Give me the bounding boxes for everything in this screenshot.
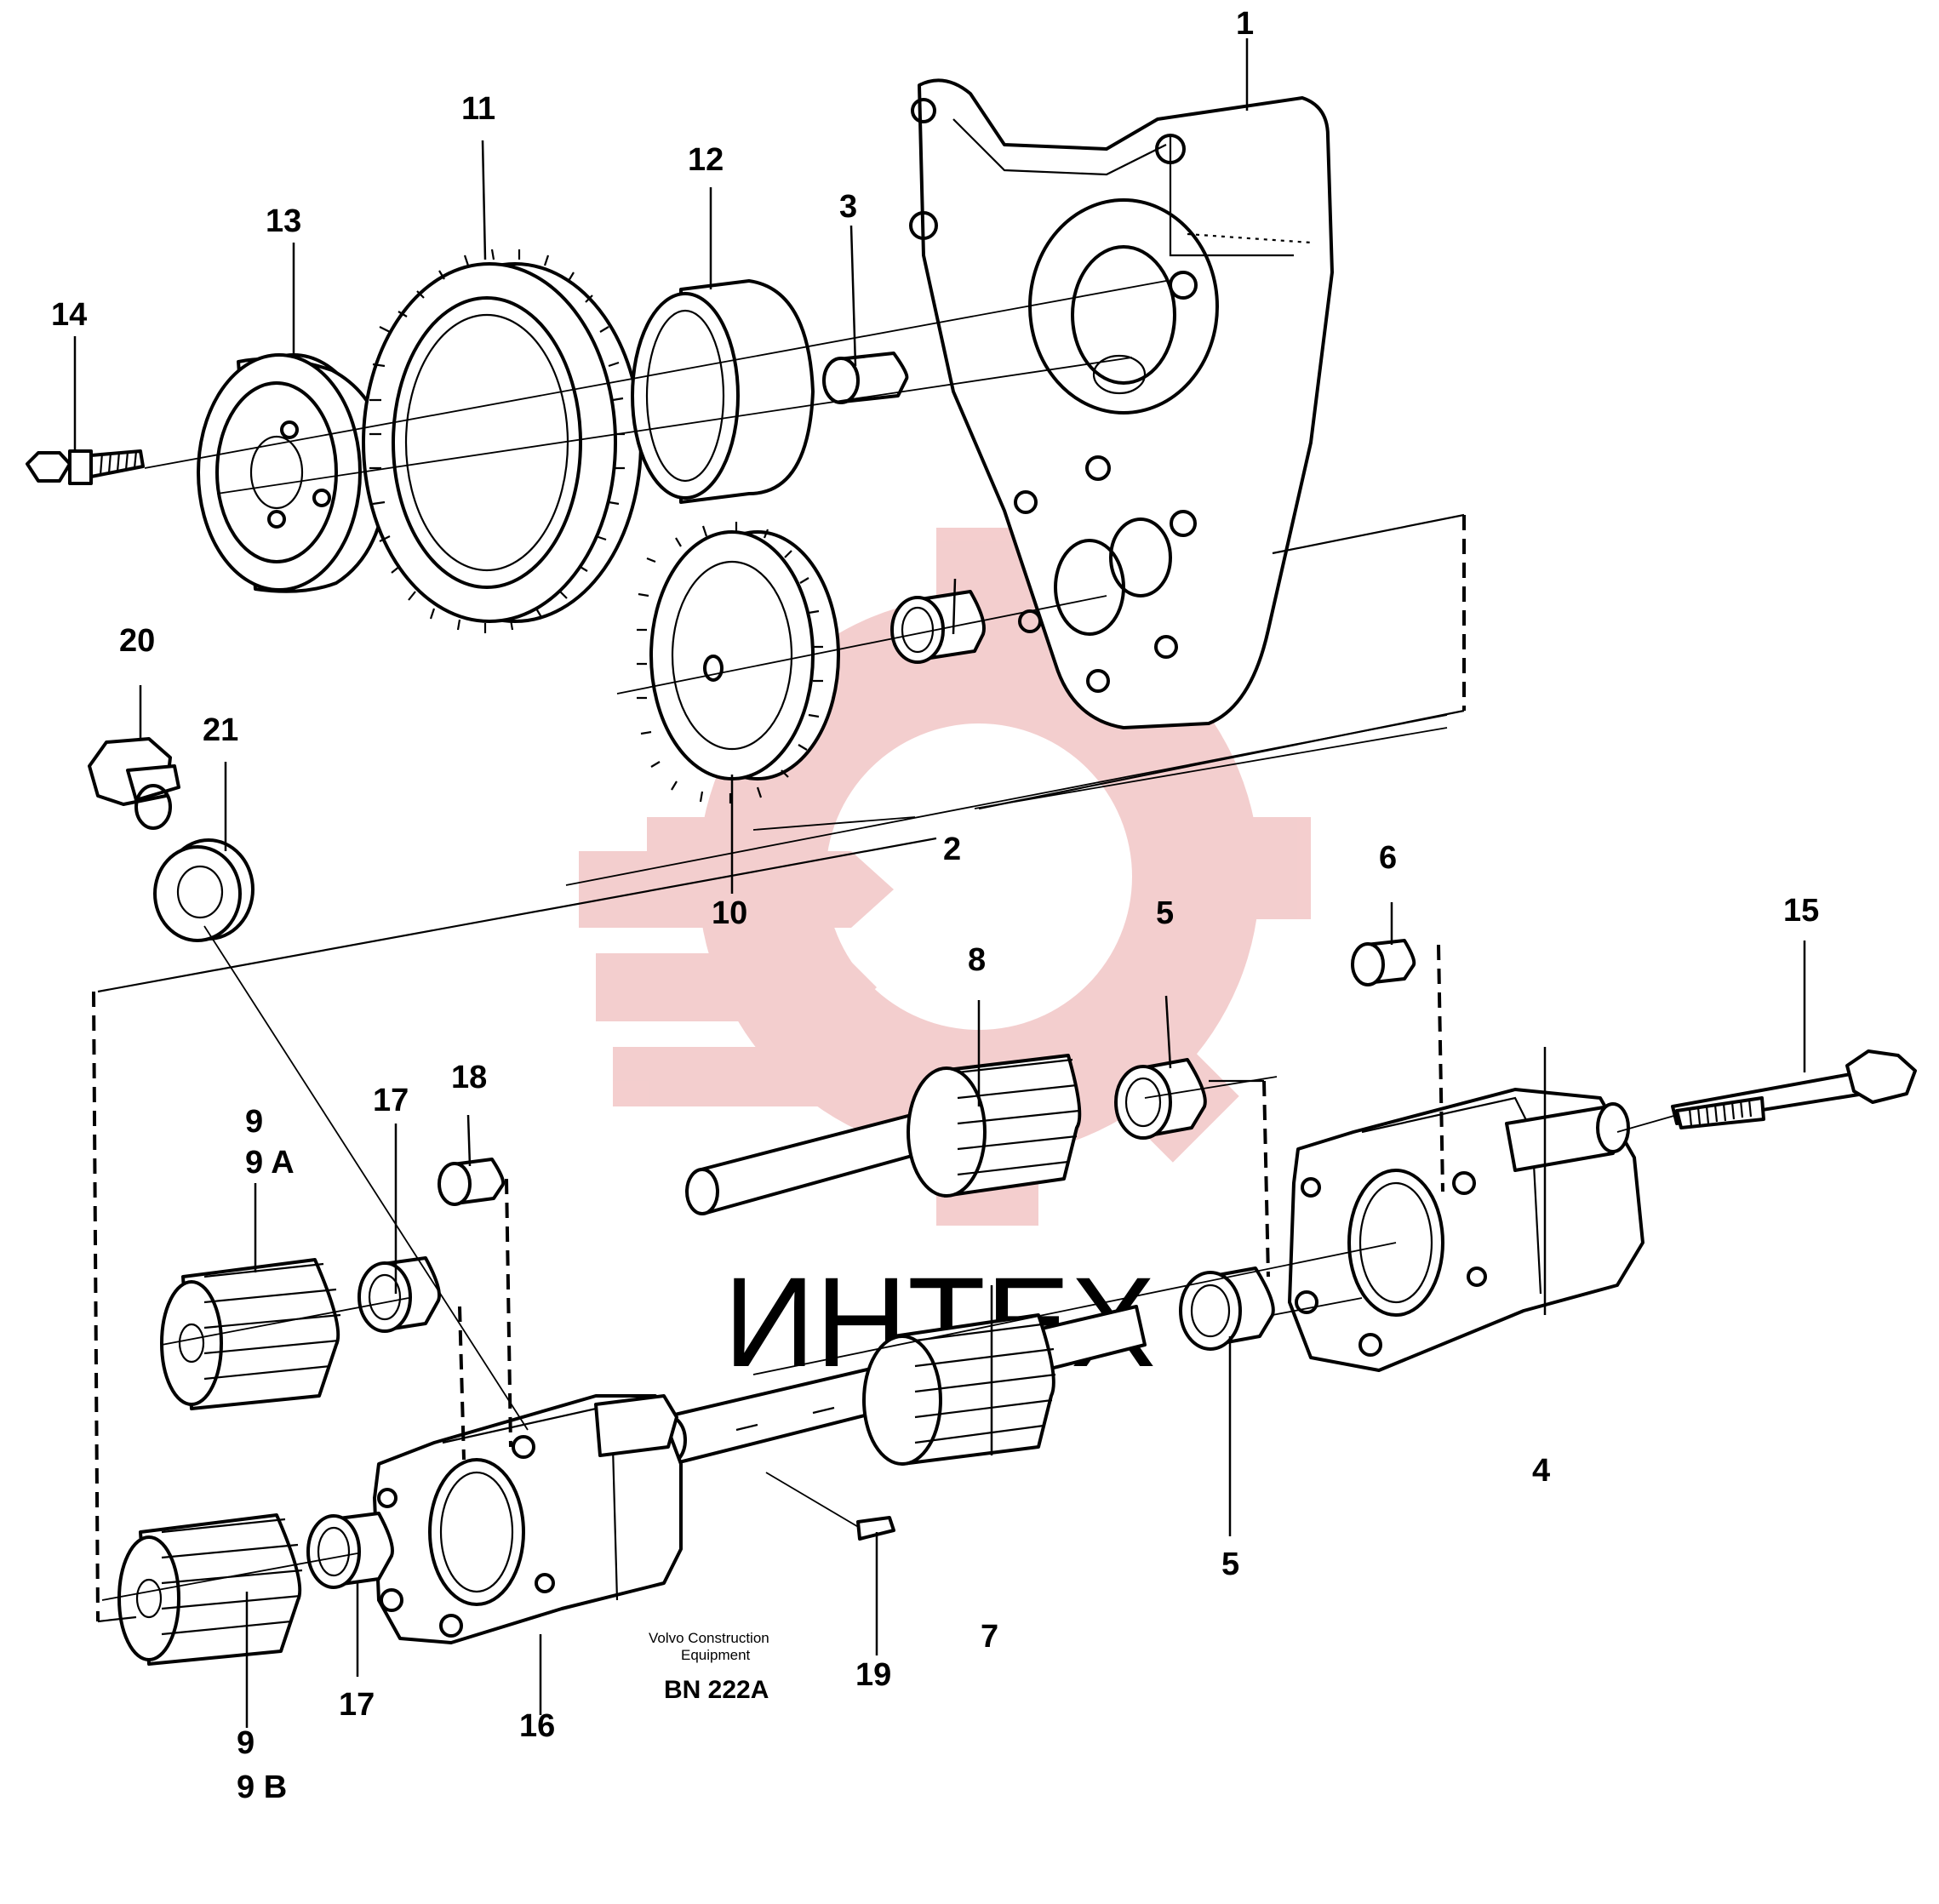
part-21-washer (153, 838, 255, 942)
drawing-credit: Volvo Construction Equipment BN 222A (649, 1630, 769, 1704)
part-12-ring (631, 279, 815, 504)
callout-2: 2 (943, 832, 961, 867)
part-17-bushing-upper (357, 1256, 441, 1333)
part-9a-gear (160, 1258, 341, 1410)
drawing-code: BN 222A (664, 1676, 769, 1704)
part-11-large-gear (362, 249, 643, 633)
leader-lines (73, 38, 1806, 1728)
part-17-bushing-lower (306, 1512, 394, 1589)
callout-4: 4 (1532, 1453, 1550, 1489)
callout-3: 3 (839, 189, 857, 225)
part-8-gear-shaft (685, 1054, 1082, 1215)
callout-9-lower: 9 (237, 1725, 255, 1761)
callout-1: 1 (1236, 6, 1254, 42)
callout-18: 18 (451, 1060, 487, 1095)
part-16-pump-housing (373, 1394, 683, 1644)
part-19-key (856, 1516, 895, 1541)
callout-5-bottom: 5 (1221, 1547, 1239, 1582)
callout-5-top: 5 (1156, 895, 1174, 931)
callout-16: 16 (519, 1708, 555, 1744)
part-5-bushing-upper (1114, 1058, 1207, 1140)
callout-11: 11 (461, 91, 495, 127)
part-1-pump-bracket-housing (909, 78, 1334, 729)
callout-12: 12 (688, 142, 724, 178)
part-20-plug (88, 737, 180, 830)
part-5-bushing-lower (1179, 1266, 1275, 1351)
part-2-bushing (890, 590, 986, 664)
callout-labels: 1 2 3 4 5 5 6 7 8 9 9 A 9 9 B 10 11 12 1… (51, 6, 1819, 1805)
callout-9b: 9 B (237, 1770, 287, 1805)
callout-13: 13 (266, 203, 301, 239)
callout-14: 14 (51, 297, 87, 333)
callout-9a: 9 A (245, 1145, 295, 1181)
part-9b-gear (117, 1513, 303, 1666)
callout-9-upper: 9 (245, 1104, 263, 1140)
callout-17-upper: 17 (373, 1083, 409, 1118)
part-3-pin (822, 352, 909, 404)
callout-20: 20 (119, 623, 155, 659)
part-14-bolt (26, 449, 145, 485)
part-13-hub (197, 353, 389, 593)
callout-10: 10 (712, 895, 747, 931)
callout-19: 19 (855, 1657, 891, 1693)
callout-17-lower: 17 (339, 1687, 375, 1723)
credit-line-1: Volvo Construction (649, 1630, 769, 1646)
part-4-pump-cover (1288, 1088, 1644, 1372)
part-10-small-gear (637, 522, 840, 803)
callout-15: 15 (1783, 893, 1819, 929)
callout-6: 6 (1379, 840, 1397, 876)
part-15-long-bolt (1671, 1049, 1917, 1129)
callout-7: 7 (981, 1619, 998, 1655)
callout-8: 8 (968, 942, 986, 978)
part-6-pin (1351, 939, 1416, 986)
part-18-pin (438, 1158, 506, 1206)
credit-line-2: Equipment (681, 1647, 751, 1663)
callout-21: 21 (203, 712, 238, 748)
dashed-boundaries (92, 513, 1466, 1623)
